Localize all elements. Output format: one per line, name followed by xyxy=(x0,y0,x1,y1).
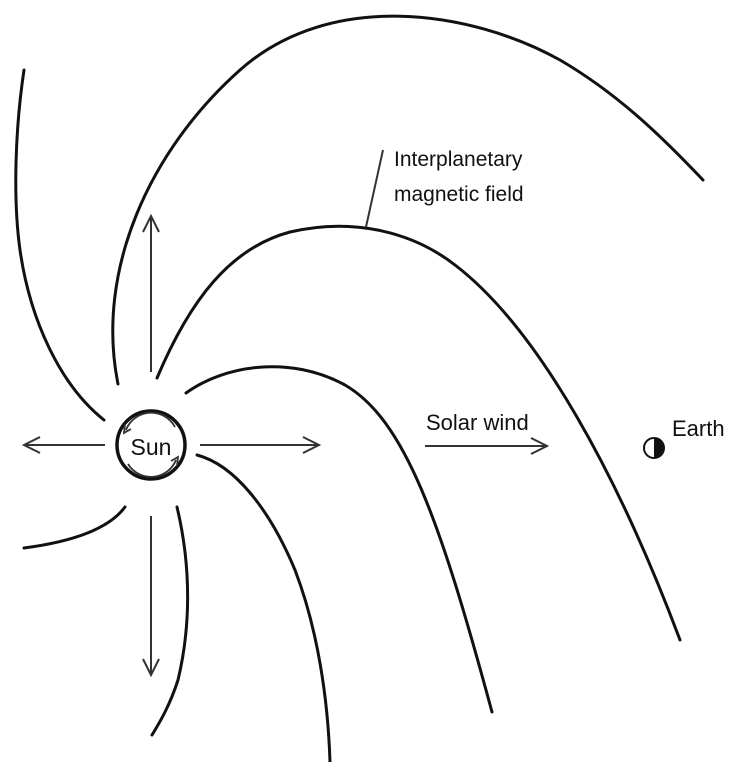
field-line-left-top xyxy=(14,68,106,422)
field-line-bottom xyxy=(150,505,190,737)
arrow-up-head xyxy=(142,213,160,233)
solar-wind-label: Solar wind xyxy=(426,410,529,435)
earth: Earth xyxy=(643,416,725,459)
field-line-left-bottom xyxy=(22,505,127,550)
sun-rotation-arrow-top xyxy=(125,411,176,431)
imf-label-line2: magnetic field xyxy=(394,183,524,206)
sun-disk xyxy=(115,409,187,481)
arrow-down-head xyxy=(142,658,160,678)
earth-label: Earth xyxy=(672,416,725,441)
field-lines xyxy=(14,14,705,762)
sun-rotation-arrow-bottom xyxy=(127,459,177,478)
solar-wind-arrow-head xyxy=(530,437,550,455)
sun-label: Sun xyxy=(131,434,172,460)
solar-wind-arrows xyxy=(21,213,550,678)
imf-label-line1: Interplanetary xyxy=(394,148,523,171)
arrow-left-head xyxy=(21,436,41,454)
sun: Sun xyxy=(115,409,187,481)
sun-rotation-arrow-top-head xyxy=(122,423,132,435)
arrow-right-head xyxy=(302,436,322,454)
sun-rotation-arrow-bottom-head xyxy=(170,455,180,467)
field-line-outer-top xyxy=(111,14,705,386)
field-line-upper xyxy=(155,224,682,642)
earth-shadow xyxy=(654,438,664,458)
imf-pointer-line xyxy=(365,149,384,228)
field-line-lower xyxy=(195,453,332,762)
field-line-middle xyxy=(184,365,494,714)
